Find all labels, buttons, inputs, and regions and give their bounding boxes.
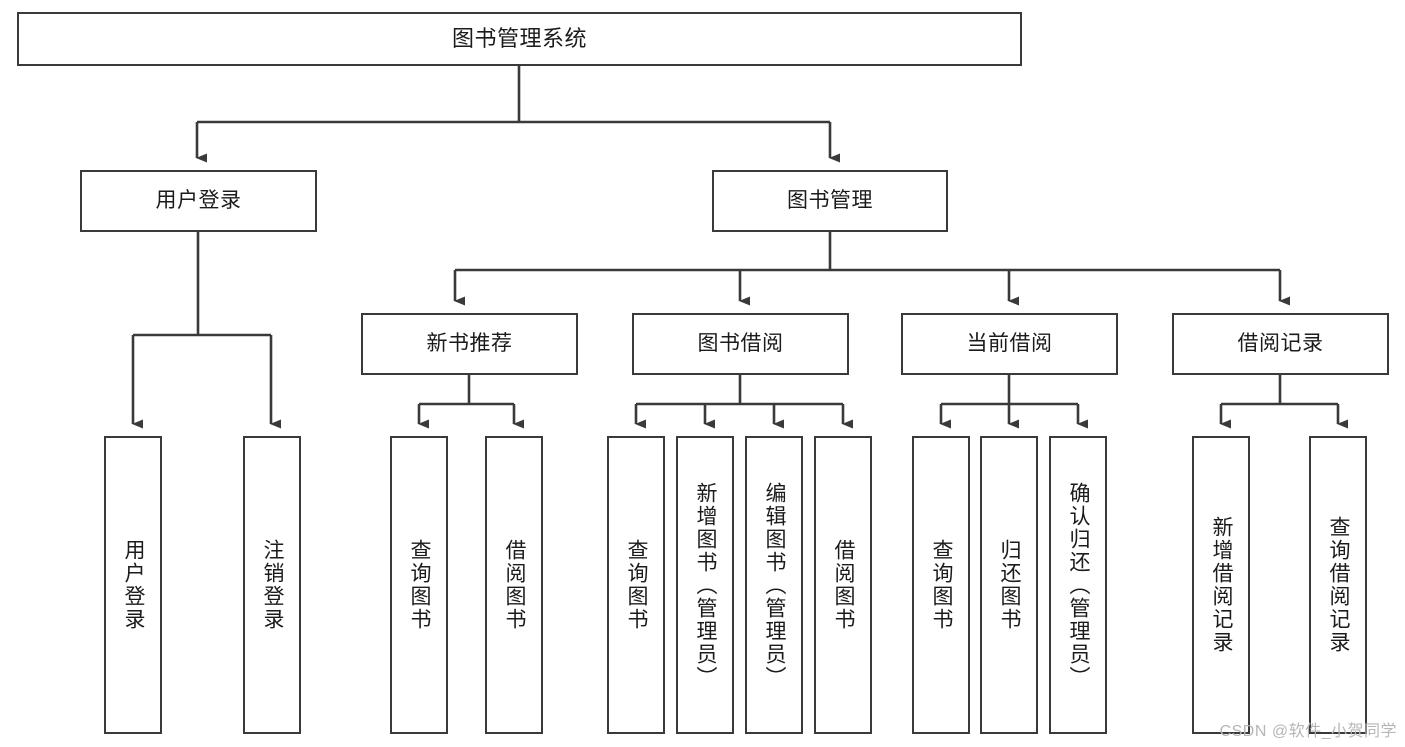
leaf-query-book-recommendation[interactable]: 查询图书	[390, 436, 448, 734]
node-label: 新增图书（管理员）	[694, 481, 718, 689]
node-label: 当前借阅	[966, 331, 1053, 355]
node-book-management[interactable]: 图书管理	[712, 170, 948, 232]
leaf-borrow-book[interactable]: 借阅图书	[814, 436, 872, 734]
node-label: 查询图书	[625, 539, 649, 631]
leaf-return-book[interactable]: 归还图书	[980, 436, 1038, 734]
node-label: 编辑图书（管理员）	[763, 481, 787, 689]
csdn-watermark: CSDN @软件_小贺同学	[1219, 723, 1397, 740]
node-label: 新书推荐	[426, 331, 513, 355]
leaf-confirm-return-admin[interactable]: 确认归还（管理员）	[1049, 436, 1107, 734]
leaf-query-book-borrowing[interactable]: 查询图书	[607, 436, 665, 734]
leaf-add-borrowing-record[interactable]: 新增借阅记录	[1192, 436, 1250, 734]
node-label: 查询借阅记录	[1327, 516, 1351, 654]
node-label: 注销登录	[261, 539, 285, 631]
leaf-user-login[interactable]: 用户登录	[104, 436, 162, 734]
node-label: 确认归还（管理员）	[1067, 481, 1091, 689]
node-label: 新增借阅记录	[1210, 516, 1234, 654]
leaf-query-borrowing-record[interactable]: 查询借阅记录	[1309, 436, 1367, 734]
node-label: 借阅图书	[832, 539, 856, 631]
leaf-add-book-admin[interactable]: 新增图书（管理员）	[676, 436, 734, 734]
node-user-login[interactable]: 用户登录	[80, 170, 317, 232]
node-label: 查询图书	[408, 539, 432, 631]
leaf-edit-book-admin[interactable]: 编辑图书（管理员）	[745, 436, 803, 734]
node-label: 图书管理系统	[451, 26, 587, 52]
node-label: 查询图书	[930, 539, 954, 631]
node-current-borrowing[interactable]: 当前借阅	[901, 313, 1118, 375]
node-label: 借阅记录	[1237, 331, 1324, 355]
leaf-logout[interactable]: 注销登录	[243, 436, 301, 734]
node-label: 图书管理	[787, 188, 873, 212]
node-borrowing-record[interactable]: 借阅记录	[1172, 313, 1389, 375]
node-label: 用户登录	[122, 539, 146, 631]
node-root-book-management-system[interactable]: 图书管理系统	[17, 12, 1022, 66]
node-label: 图书借阅	[697, 331, 784, 355]
node-label: 归还图书	[998, 539, 1022, 631]
node-label: 借阅图书	[503, 539, 527, 631]
node-book-borrowing[interactable]: 图书借阅	[632, 313, 849, 375]
node-label: 用户登录	[155, 188, 242, 212]
leaf-borrow-book-recommendation[interactable]: 借阅图书	[485, 436, 543, 734]
leaf-query-book-current[interactable]: 查询图书	[912, 436, 970, 734]
node-new-book-recommendation[interactable]: 新书推荐	[361, 313, 578, 375]
